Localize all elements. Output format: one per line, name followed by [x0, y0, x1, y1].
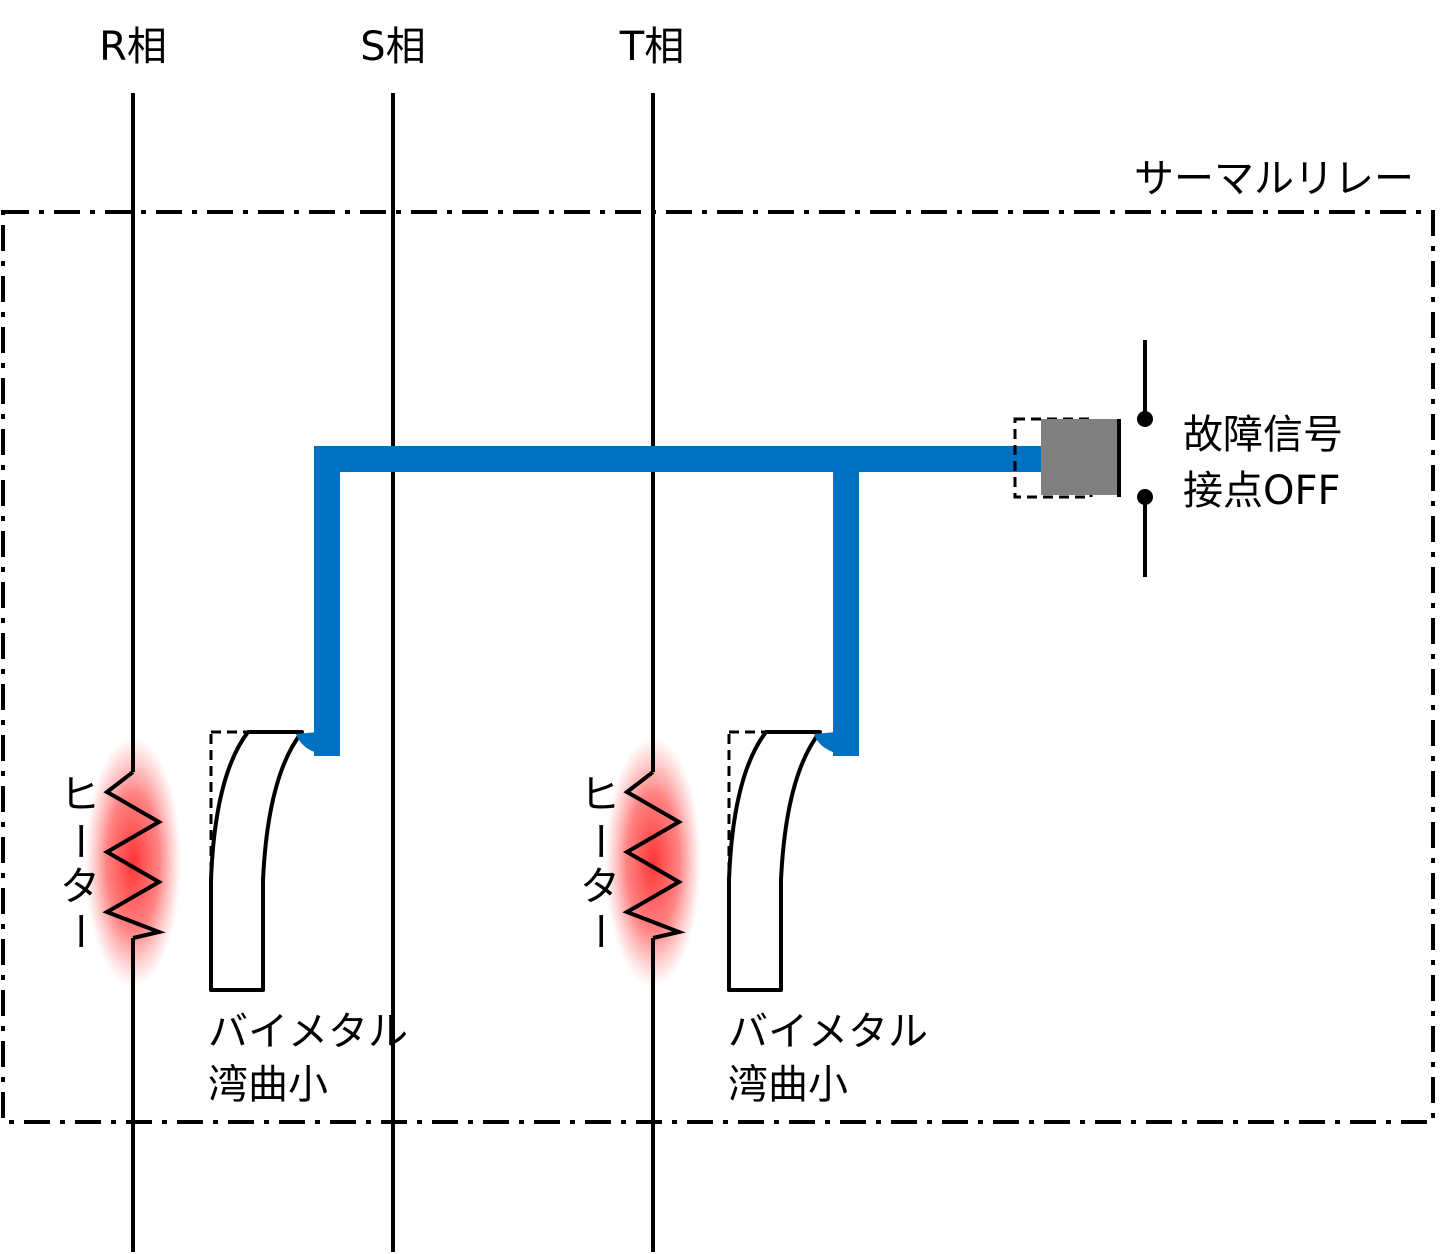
- heater-zigzag-r: [102, 770, 166, 940]
- linkage-bar: [296, 446, 1047, 756]
- heater-label-r-char: ー: [56, 911, 102, 951]
- heater-glow-t: [605, 737, 701, 987]
- heater-label-t: ヒ ー タ ー: [576, 772, 622, 951]
- bimetal-strip-r: [209, 730, 304, 992]
- heater-label-r-char: ー: [56, 821, 102, 861]
- heater-label-t-char: タ: [580, 864, 620, 910]
- bimetal-label-t-line1: バイメタル: [728, 1009, 928, 1055]
- contact-actuator-block: [1041, 419, 1117, 495]
- phase-label-t: T相: [619, 24, 684, 70]
- contact-terminal-upper: [1137, 411, 1153, 427]
- contact-label-line2: 接点OFF: [1183, 468, 1341, 514]
- bimetal-strip-t: [727, 730, 822, 992]
- bimetal-label-r-line1: バイメタル: [208, 1009, 408, 1055]
- bimetal-label-t-line2: 湾曲小: [728, 1062, 848, 1108]
- relay-enclosure: [1, 210, 1435, 1124]
- heater-label-t-char: ー: [576, 821, 622, 861]
- heater-label-r-char: ヒ: [60, 772, 100, 818]
- bimetal-label-r-line2: 湾曲小: [208, 1062, 328, 1108]
- contact-label-line1: 故障信号: [1183, 412, 1343, 458]
- heater-label-t-char: ヒ: [580, 772, 620, 818]
- contact-terminal-lower: [1137, 489, 1153, 505]
- relay-label: サーマルリレー: [1134, 156, 1414, 202]
- heater-label-t-char: ー: [576, 911, 622, 951]
- heater-glow-r: [85, 737, 181, 987]
- phase-label-r: R相: [99, 24, 167, 70]
- heater-label-r-char: タ: [60, 864, 100, 910]
- heater-label-r: ヒ ー タ ー: [56, 772, 102, 951]
- phase-label-s: S相: [360, 24, 425, 70]
- heater-zigzag-t: [622, 770, 686, 940]
